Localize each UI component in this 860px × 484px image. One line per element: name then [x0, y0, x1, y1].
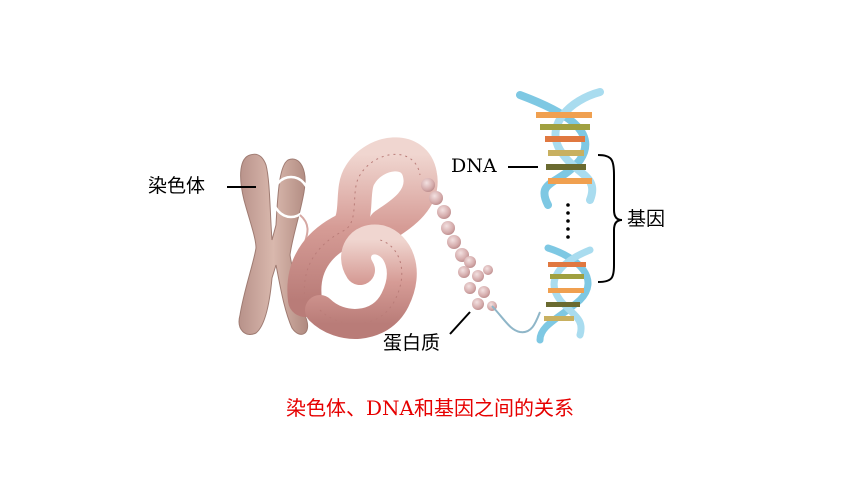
chromosome-label: 染色体: [148, 175, 206, 197]
gene-label: 基因: [627, 208, 666, 230]
chromosome-highlight-circle: [271, 175, 311, 219]
protein-beads: [421, 178, 497, 311]
gene-bracket: [597, 154, 623, 283]
dna-linker-strand: [491, 305, 541, 334]
chromatin-coil: [287, 137, 438, 339]
protein-label: 蛋白质: [383, 332, 441, 354]
dna-helix-lower: [536, 244, 594, 344]
dna-label: DNA: [451, 155, 497, 177]
dna-dotted-gap: [566, 203, 570, 239]
protein-leader-line: [449, 311, 471, 335]
diagram-caption: 染色体、DNA和基因之间的关系: [286, 396, 574, 420]
dna-helix-upper: [516, 88, 604, 209]
